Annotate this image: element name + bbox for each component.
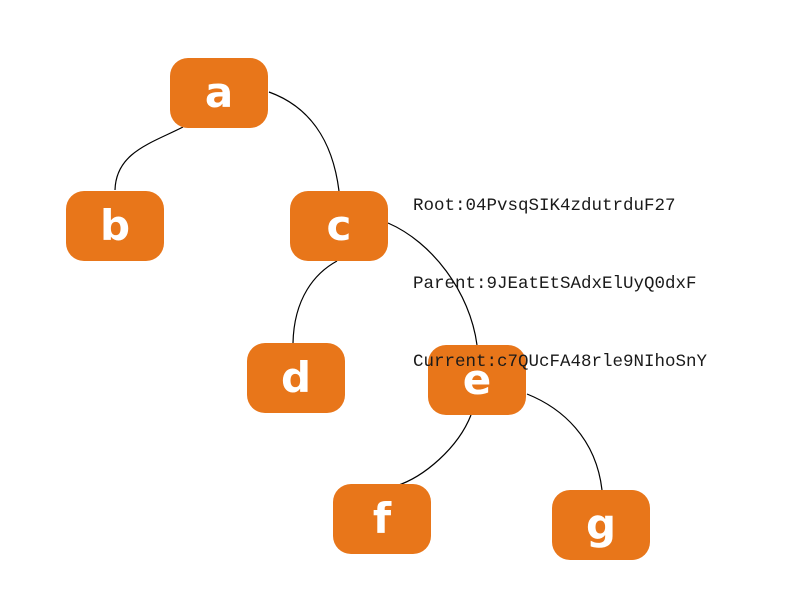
edge-e-f — [395, 414, 472, 487]
tree-node-c-label: c — [326, 201, 352, 250]
tree-node-g[interactable]: g — [552, 490, 650, 560]
node-id-info: Root:04PvsqSIK4zdutrduF27 Parent:9JEatEt… — [413, 141, 707, 427]
tree-node-f-label: f — [372, 494, 392, 543]
edge-c-d — [292, 260, 338, 344]
root-id-text: Root:04PvsqSIK4zdutrduF27 — [413, 196, 676, 216]
tree-node-a[interactable]: a — [170, 58, 268, 128]
tree-node-b-label: b — [99, 201, 131, 250]
tree-node-e[interactable]: e — [428, 345, 526, 415]
tree-node-c[interactable]: c — [290, 191, 388, 261]
tree-node-f[interactable]: f — [333, 484, 431, 554]
tree-node-b[interactable]: b — [66, 191, 164, 261]
parent-id-text: Parent:9JEatEtSAdxElUyQ0dxF — [413, 274, 697, 294]
edge-a-b — [114, 126, 184, 191]
edge-e-g — [526, 393, 603, 491]
tree-node-d-label: d — [280, 353, 312, 402]
edge-c-e — [387, 222, 478, 346]
tree-node-a-label: a — [204, 68, 234, 117]
current-id-text: Current:c7QUcFA48rle9NIhoSnY — [413, 352, 708, 372]
tree-node-d[interactable]: d — [247, 343, 345, 413]
edge-a-c — [268, 91, 340, 192]
tree-node-g-label: g — [585, 500, 617, 549]
tree-node-e-label: e — [462, 355, 492, 404]
